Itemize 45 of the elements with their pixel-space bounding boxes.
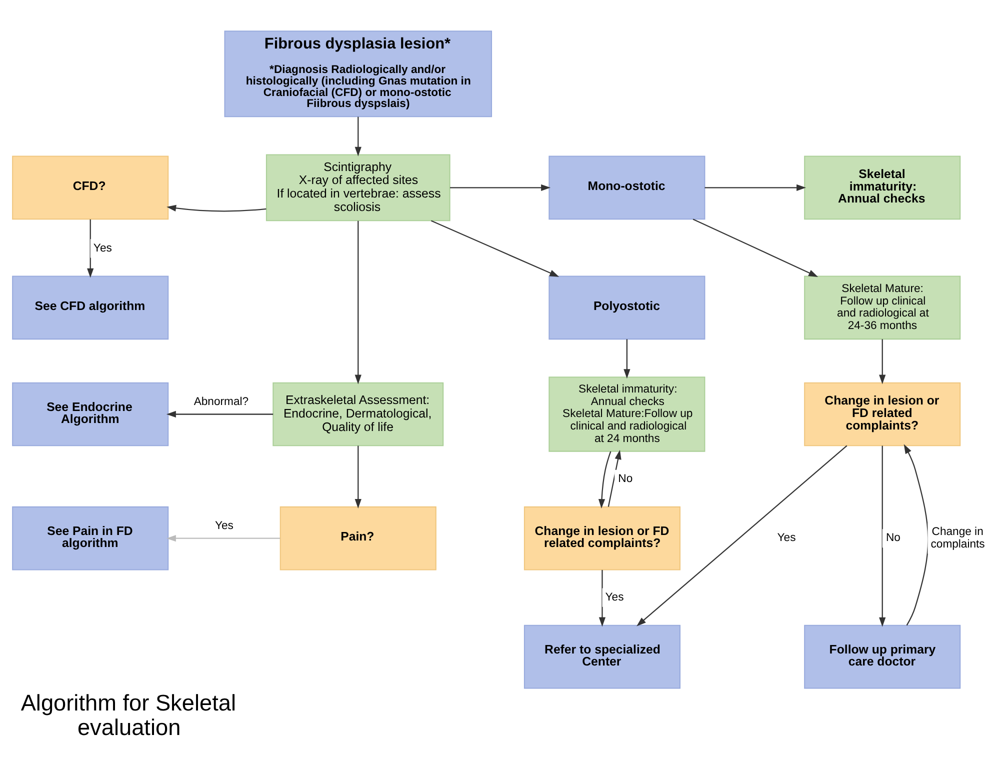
arrow <box>354 220 362 384</box>
node-box: Refer to specialized Center <box>524 624 680 689</box>
node-box: Fibrous dysplasia lesion* *Diagnosis Radiologically and/or histologically (including Gnas mutation in Craniofacial (CFD) or mono-ostotic Fiibrous dyspslais) <box>224 30 492 118</box>
arrow <box>608 450 622 507</box>
arrow <box>87 219 94 278</box>
arrow <box>450 184 551 191</box>
edge-label: No <box>886 532 900 544</box>
arrow <box>704 184 806 191</box>
arrow <box>692 218 818 277</box>
arrow <box>879 339 886 384</box>
arrow <box>431 220 560 277</box>
node-box: Pain? <box>280 506 436 570</box>
arrow <box>598 570 606 627</box>
arrow <box>636 445 848 626</box>
node-box: See Endocrine Algorithm <box>12 382 169 446</box>
arrow <box>166 204 266 212</box>
diagram-title: Algorithm for Skeletal evaluation <box>20 689 236 740</box>
node-box: See CFD algorithm <box>12 276 169 340</box>
node-box: Follow up primary care doctor <box>804 624 961 689</box>
edge-label: Change in complaints <box>930 526 985 550</box>
node-box: Change in lesion or FD related complaints? <box>804 382 961 446</box>
node-box: Polyostotic <box>548 276 706 340</box>
edge-label: No <box>618 473 633 486</box>
edge-label: Yes <box>777 532 796 544</box>
arrow <box>624 339 630 379</box>
edge-label: Yes <box>214 520 234 532</box>
node-box: Change in lesion or FD related complaints? <box>524 506 680 570</box>
node-box: Scintigraphy X-ray of affected sites If located in vertebrae: assess scoliosis <box>266 154 450 222</box>
arrow <box>904 444 929 626</box>
arrow <box>879 446 886 627</box>
edge-label: Abnormal? <box>194 396 249 408</box>
edge-label: Yes <box>93 242 112 254</box>
node-box: CFD? <box>12 156 169 220</box>
arrow <box>166 535 280 542</box>
arrow <box>598 451 612 509</box>
node-box: Extraskeletal Assessment: Endocrine, Dermatological, Quality of life <box>272 382 444 446</box>
arrow <box>166 410 274 418</box>
node-box: Skeletal immaturity: Annual checks <box>804 156 961 220</box>
arrow <box>354 446 362 509</box>
node-box: See Pain in FD algorithm <box>12 506 169 570</box>
node-box: Skeletal Mature: Follow up clinical and radiological at 24-36 months <box>804 276 961 340</box>
node-box: Skeletal immaturity: Annual checks Skeletal Mature:Follow up clinical and radiological at 24 months <box>548 376 706 452</box>
edge-label: Yes <box>605 591 624 604</box>
arrow <box>354 116 362 156</box>
node-box: Mono-ostotic <box>548 156 706 220</box>
